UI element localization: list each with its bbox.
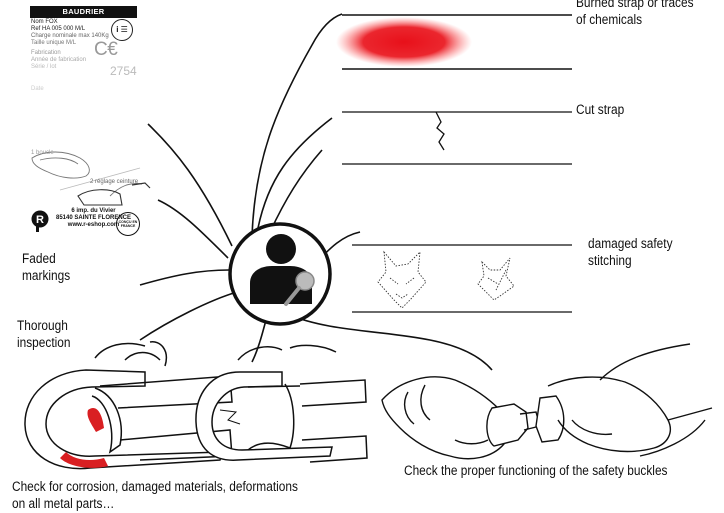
- buckle-male: [536, 396, 564, 442]
- cut-mark: [436, 112, 444, 150]
- stitching-illustration: [352, 245, 572, 312]
- label-burned-strap: Burned strap or traces of chemicals: [576, 0, 724, 28]
- label-safety-buckles: Check the proper functioning of the safe…: [404, 462, 686, 479]
- cut-strap-illustration: [342, 112, 572, 164]
- label-cut-strap: Cut strap: [576, 101, 624, 118]
- burned-strap-illustration: [336, 15, 572, 69]
- hands-buckle-illustration: [382, 344, 712, 459]
- belt-step-one: 1 boucle: [31, 150, 54, 156]
- label-faded-markings: Faded markings: [22, 250, 92, 284]
- connector-belt: [158, 200, 228, 258]
- connector-tag: [148, 124, 232, 246]
- corrosion-mark-2: [87, 408, 104, 432]
- connector-metal-left: [140, 292, 237, 340]
- connector-lines: [140, 14, 492, 370]
- belt-step-two: 2 réglage ceinture: [90, 179, 138, 185]
- made-in-france-badge: CONÇU EN FRANCE: [116, 212, 140, 236]
- svg-text:R: R: [36, 214, 44, 226]
- connector-markings: [140, 270, 229, 285]
- fox-stitch-damaged: [478, 258, 514, 300]
- tag-size-line: Taille unique M/L: [31, 40, 76, 47]
- tag-fabrication: Fabrication: [31, 50, 61, 57]
- buckle-female: [487, 404, 528, 446]
- label-metal-parts: Check for corrosion, damaged materials, …: [12, 478, 329, 512]
- ce-number: 2754: [110, 64, 137, 78]
- connector-mid-short: [270, 150, 322, 232]
- burn-mark: [336, 17, 472, 67]
- tag-annee: Année de fabrication: [31, 57, 86, 64]
- tag-header: BAUDRIER: [30, 6, 137, 18]
- label-thorough-inspection: Thorough inspection: [17, 317, 96, 351]
- metal-buckle-deformed: [196, 345, 367, 462]
- fox-stitch-intact: [378, 252, 426, 308]
- tag-name-line: Nom FOX: [31, 19, 58, 26]
- tag-ref-line: Ref HA 005 000 M/L: [31, 26, 85, 33]
- info-icon: i ☰: [111, 19, 133, 41]
- ce-mark: C€: [94, 39, 117, 61]
- connector-buckles: [287, 314, 492, 370]
- tag-serie: Série / lot: [31, 64, 56, 71]
- tag-bottom: Date: [31, 86, 44, 93]
- label-damaged-stitching: damaged safety stitching: [588, 235, 724, 269]
- inspector-avatar: [230, 224, 330, 324]
- harness-tag: BAUDRIER Nom FOX Ref HA 005 000 M/L Char…: [0, 0, 140, 96]
- brand-logo-icon: R: [31, 210, 49, 232]
- connector-metal-mid: [252, 320, 266, 362]
